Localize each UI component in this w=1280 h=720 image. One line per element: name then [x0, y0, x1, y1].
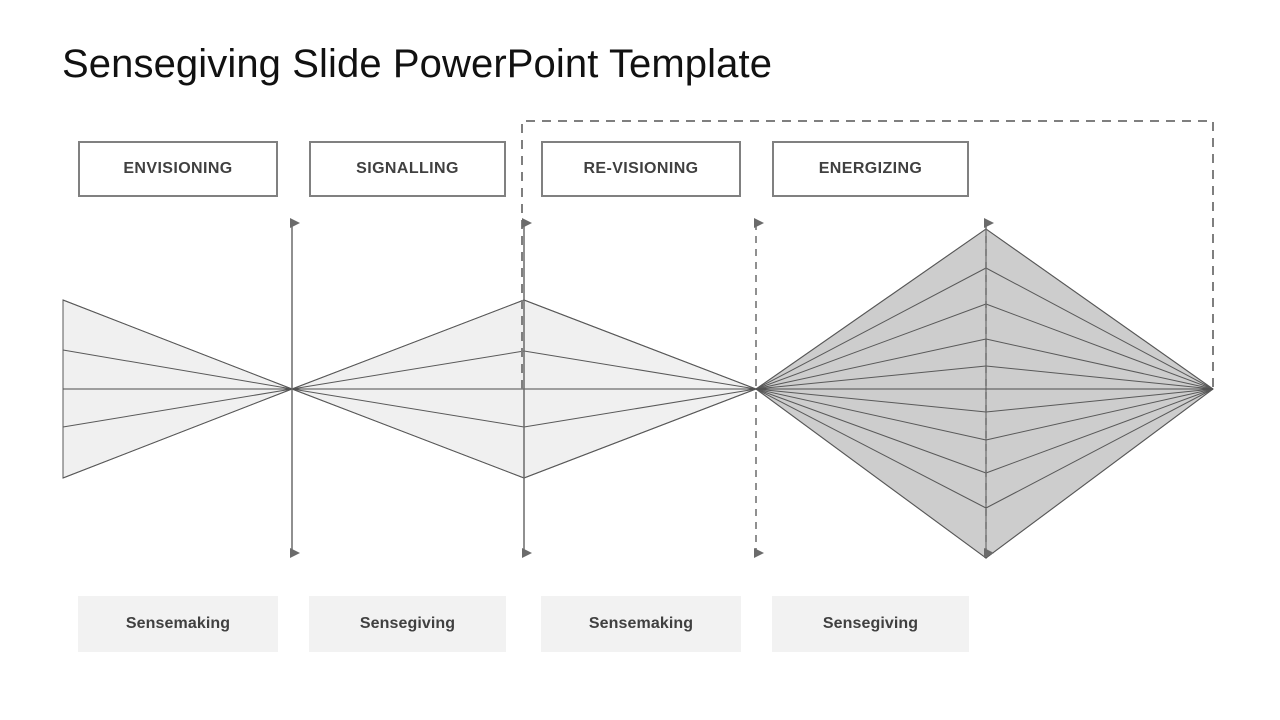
- fan-signalling-ray-4: [291, 388, 525, 479]
- phase-box-label: ENVISIONING: [123, 160, 233, 177]
- phase-box-envisioning[interactable]: ENVISIONING: [78, 141, 278, 197]
- page-title: Sensegiving Slide PowerPoint Template: [62, 42, 773, 86]
- fan-energizing-right-ray-9: [985, 388, 1214, 509]
- fan-energizing-left-ray-3: [755, 338, 987, 390]
- fan-revisioning-ray-4: [523, 388, 757, 479]
- fan-energizing-right-ray-1: [985, 267, 1214, 390]
- fan-revisioning-ray-1: [523, 350, 757, 390]
- fan-energizing-right-ray-3: [985, 338, 1214, 390]
- bottom-label-sensemaking[interactable]: Sensemaking: [78, 596, 278, 652]
- bottom-label-text: Sensemaking: [125, 615, 231, 632]
- fan-energizing-right-ray-4: [985, 365, 1214, 390]
- fan-energizing-right-ray-0: [985, 228, 1214, 390]
- fan-energizing-left-ray-4: [755, 365, 987, 390]
- fan-layer: [62, 228, 1214, 559]
- axis-layer: [290, 218, 994, 558]
- fan-signalling-ray-1: [291, 350, 525, 390]
- fan-revisioning-ray-3: [523, 388, 757, 428]
- fan-energizing-right-ray-2: [985, 303, 1214, 390]
- bottom-label-sensegiving[interactable]: Sensegiving: [772, 596, 969, 652]
- fan-energizing-left-ray-0: [755, 228, 987, 390]
- bottom-label-sensegiving[interactable]: Sensegiving: [309, 596, 506, 652]
- fan-energizing-left-ray-7: [755, 388, 987, 441]
- fan-energizing-right-ray-6: [985, 388, 1214, 413]
- fan-energizing-left-ray-10: [755, 388, 987, 559]
- fan-revisioning-ray-0: [523, 299, 757, 390]
- fan-energizing-right-ray-7: [985, 388, 1214, 441]
- fan-energizing-left-ray-9: [755, 388, 987, 509]
- bottom-label-text: Sensegiving: [359, 615, 456, 632]
- fan-envisioning-ray-3: [62, 388, 293, 428]
- fan-energizing-right-ray-10: [985, 388, 1214, 559]
- fan-energizing-left-ray-1: [755, 267, 987, 390]
- fan-energizing-left-area: [755, 228, 987, 559]
- fan-energizing-right-area: [985, 228, 1214, 559]
- fan-envisioning-ray-4: [62, 388, 293, 479]
- fan-energizing-left-ray-2: [755, 303, 987, 390]
- fan-energizing-left-ray-6: [755, 388, 987, 413]
- fan-energizing-left-ray-8: [755, 388, 987, 474]
- fan-envisioning-ray-1: [62, 349, 293, 390]
- phase-box-re-visioning[interactable]: RE-VISIONING: [541, 141, 741, 197]
- fan-signalling-ray-0: [291, 299, 525, 390]
- phase-box-energizing[interactable]: ENERGIZING: [772, 141, 969, 197]
- bottom-label-text: Sensegiving: [822, 615, 919, 632]
- phase-box-label: SIGNALLING: [356, 160, 459, 177]
- fan-signalling-ray-3: [291, 388, 525, 428]
- bottom-label-text: Sensemaking: [588, 615, 694, 632]
- bottom-label-sensemaking[interactable]: Sensemaking: [541, 596, 741, 652]
- phase-box-label: ENERGIZING: [818, 160, 923, 177]
- phase-box-label: RE-VISIONING: [583, 160, 699, 177]
- fan-energizing-right-ray-8: [985, 388, 1214, 474]
- fan-envisioning-ray-0: [62, 299, 293, 390]
- phase-box-signalling[interactable]: SIGNALLING: [309, 141, 506, 197]
